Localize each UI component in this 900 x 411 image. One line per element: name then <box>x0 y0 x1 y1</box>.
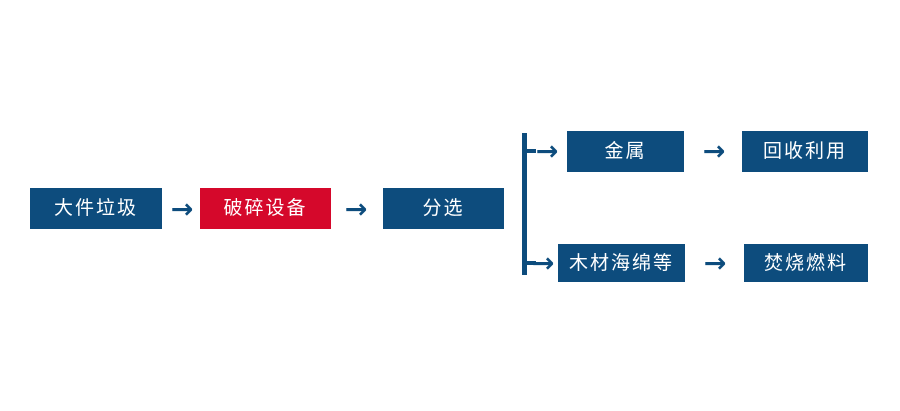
node-bulky-waste: 大件垃圾 <box>30 188 162 229</box>
node-recycling-reuse: 回收利用 <box>742 131 868 172</box>
node-wood-sponge-etc: 木材海绵等 <box>558 244 685 282</box>
arrow-right-icon-branch-to-metal: → <box>535 135 559 167</box>
node-metal: 金属 <box>567 131 684 172</box>
arrow-right-icon-wood-to-fuel: → <box>703 247 727 279</box>
arrow-right-icon-bulky-to-crusher: → <box>170 193 194 225</box>
arrow-right-icon-crusher-to-sorting: → <box>344 193 368 225</box>
node-crushing-equipment: 破碎设备 <box>200 188 331 229</box>
arrow-right-icon-metal-to-recycling: → <box>702 135 726 167</box>
node-sorting: 分选 <box>383 188 504 229</box>
bracket-stub-bottom <box>522 261 536 265</box>
bracket-vertical-line <box>522 133 527 275</box>
bracket-stub-top <box>522 149 536 153</box>
arrow-right-icon-branch-to-wood: → <box>531 247 555 279</box>
node-incineration-fuel: 焚烧燃料 <box>744 244 868 282</box>
